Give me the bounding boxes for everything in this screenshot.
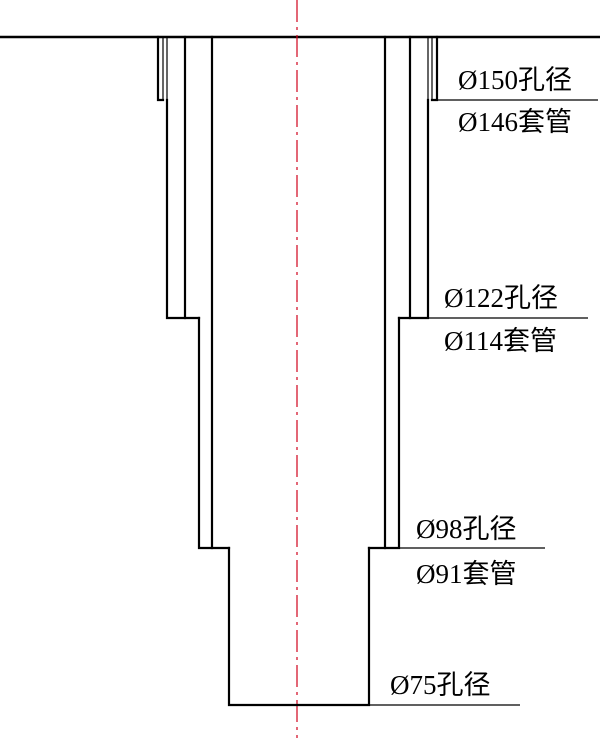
label-casing-114: Ø114套管 xyxy=(444,326,557,356)
label-hole-75: Ø75孔径 xyxy=(390,670,491,700)
casing-114 xyxy=(183,35,412,320)
casing-146 xyxy=(162,37,433,100)
label-hole-150: Ø150孔径 xyxy=(458,65,572,95)
hole-75-outline xyxy=(227,546,371,707)
label-casing-146: Ø146套管 xyxy=(458,107,572,137)
label-hole-122: Ø122孔径 xyxy=(444,283,558,313)
label-hole-98: Ø98孔径 xyxy=(416,514,517,544)
hole-122-left-wall xyxy=(165,98,201,320)
hole-122-right-wall xyxy=(397,98,430,320)
hole-98-left-wall xyxy=(197,316,231,550)
hole-150-left-wall xyxy=(156,35,165,102)
casing-91 xyxy=(210,35,387,550)
label-casing-91: Ø91套管 xyxy=(416,559,517,589)
hole-150-right-wall xyxy=(430,35,439,102)
